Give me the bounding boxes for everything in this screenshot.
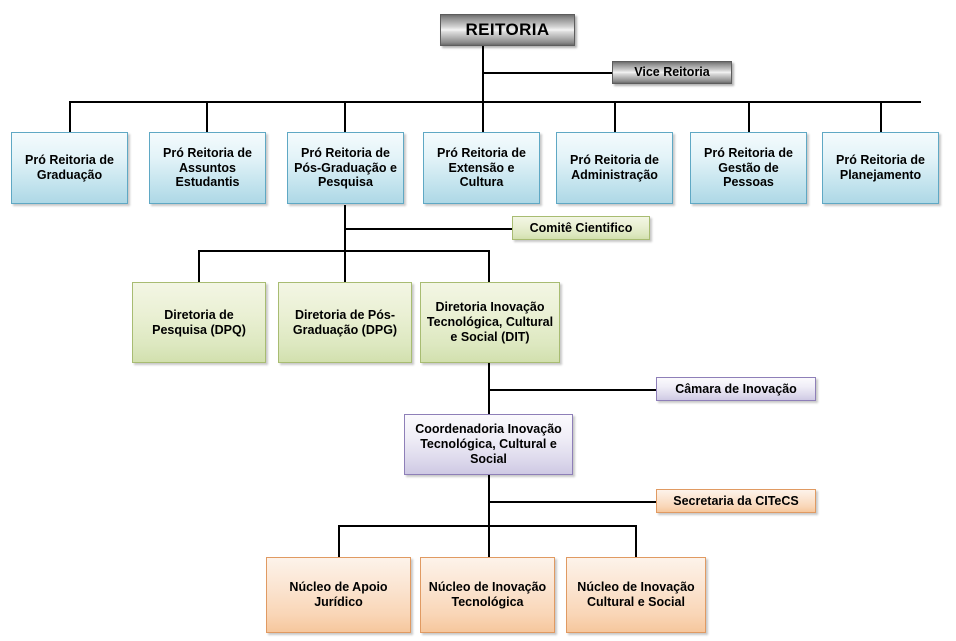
node-pro-reitoria-planejamento-label: Pró Reitoria de Planejamento xyxy=(836,153,925,182)
connector-drop-nucleo-3 xyxy=(635,525,637,557)
node-comite-cientifico[interactable]: Comitê Cientifico xyxy=(512,216,650,240)
connector-drop-nucleo-1 xyxy=(338,525,340,557)
node-pro-reitoria-graduacao[interactable]: Pró Reitoria de Graduação xyxy=(11,132,128,204)
node-pro-reitoria-gestao-pessoas[interactable]: Pró Reitoria de Gestão de Pessoas xyxy=(690,132,807,204)
connector-drop-pro-7 xyxy=(880,101,882,132)
node-pro-reitoria-pos-graduacao-pesquisa-label: Pró Reitoria de Pós-Graduação e Pesquisa xyxy=(294,145,397,190)
connector-dit-to-camara xyxy=(488,389,656,391)
node-nucleo-apoio-juridico[interactable]: Núcleo de Apoio Jurídico xyxy=(266,557,411,633)
node-reitoria-label: REITORIA xyxy=(465,19,550,39)
node-pro-reitoria-extensao-cultura-label: Pró Reitoria de Extensão e Cultura xyxy=(437,145,526,190)
node-nucleo-inovacao-tecnologica[interactable]: Núcleo de Inovação Tecnológica xyxy=(420,557,555,633)
node-coordenadoria-citecs[interactable]: Coordenadoria Inovação Tecnológica, Cult… xyxy=(404,414,573,475)
node-camara-inovacao-label: Câmara de Inovação xyxy=(675,381,797,396)
node-coordenadoria-citecs-label: Coordenadoria Inovação Tecnológica, Cult… xyxy=(415,422,562,466)
connector-coord-stem xyxy=(488,475,490,526)
connector-nucleo-bus xyxy=(338,525,636,527)
connector-drop-pro-2 xyxy=(206,101,208,132)
node-camara-inovacao[interactable]: Câmara de Inovação xyxy=(656,377,816,401)
node-pro-reitoria-pos-graduacao-pesquisa[interactable]: Pró Reitoria de Pós-Graduação e Pesquisa xyxy=(287,132,404,204)
connector-drop-pro-4 xyxy=(482,101,484,132)
node-pro-reitoria-administracao[interactable]: Pró Reitoria de Administração xyxy=(556,132,673,204)
node-nucleo-inovacao-tecnologica-label: Núcleo de Inovação Tecnológica xyxy=(428,580,547,609)
node-pro-reitoria-planejamento[interactable]: Pró Reitoria de Planejamento xyxy=(822,132,939,204)
connector-drop-pro-5 xyxy=(614,101,616,132)
node-pro-reitoria-gestao-pessoas-label: Pró Reitoria de Gestão de Pessoas xyxy=(704,145,793,190)
connector-drop-pro-6 xyxy=(748,101,750,132)
node-vice-reitoria[interactable]: Vice Reitoria xyxy=(612,61,732,84)
connector-drop-pro-3 xyxy=(344,101,346,132)
node-reitoria[interactable]: REITORIA xyxy=(440,14,575,46)
node-nucleo-apoio-juridico-label: Núcleo de Apoio Jurídico xyxy=(289,580,388,609)
node-nucleo-inovacao-cultural-social-label: Núcleo de Inovação Cultural e Social xyxy=(577,580,695,609)
connector-root-stem xyxy=(482,46,484,102)
node-diretoria-inovacao-tecnologica-label: Diretoria Inovação Tecnológica, Cultural… xyxy=(426,300,554,344)
node-pro-reitoria-assuntos-estudantis[interactable]: Pró Reitoria de Assuntos Estudantis xyxy=(149,132,266,204)
node-pro-reitoria-administracao-label: Pró Reitoria de Administração xyxy=(570,153,659,182)
node-comite-cientifico-label: Comitê Cientifico xyxy=(529,220,633,235)
node-pro-reitoria-assuntos-estudantis-label: Pró Reitoria de Assuntos Estudantis xyxy=(163,145,252,190)
node-secretaria-citecs[interactable]: Secretaria da CITeCS xyxy=(656,489,816,513)
node-diretoria-pos-graduacao-label: Diretoria de Pós-Graduação (DPG) xyxy=(292,307,398,337)
connector-drop-nucleo-2 xyxy=(488,525,490,557)
connector-drop-diretoria-1 xyxy=(198,250,200,282)
node-diretoria-pos-graduacao[interactable]: Diretoria de Pós-Graduação (DPG) xyxy=(278,282,412,363)
connector-pro-reitoria-bus xyxy=(69,101,921,103)
connector-dit-stem xyxy=(488,363,490,414)
connector-ppgp-to-comite xyxy=(344,228,512,230)
node-pro-reitoria-graduacao-label: Pró Reitoria de Graduação xyxy=(25,153,114,182)
node-diretoria-pesquisa-label: Diretoria de Pesquisa (DPQ) xyxy=(152,307,246,337)
node-vice-reitoria-label: Vice Reitoria xyxy=(634,65,710,80)
node-diretoria-inovacao-tecnologica[interactable]: Diretoria Inovação Tecnológica, Cultural… xyxy=(420,282,560,363)
connector-root-to-vice xyxy=(482,72,613,74)
node-secretaria-citecs-label: Secretaria da CITeCS xyxy=(673,493,799,508)
node-nucleo-inovacao-cultural-social[interactable]: Núcleo de Inovação Cultural e Social xyxy=(566,557,706,633)
connector-drop-pro-1 xyxy=(69,101,71,132)
connector-drop-diretoria-2 xyxy=(344,250,346,282)
connector-drop-diretoria-3 xyxy=(488,250,490,282)
node-diretoria-pesquisa[interactable]: Diretoria de Pesquisa (DPQ) xyxy=(132,282,266,363)
connector-coord-to-secretaria xyxy=(488,501,656,503)
node-pro-reitoria-extensao-cultura[interactable]: Pró Reitoria de Extensão e Cultura xyxy=(423,132,540,204)
